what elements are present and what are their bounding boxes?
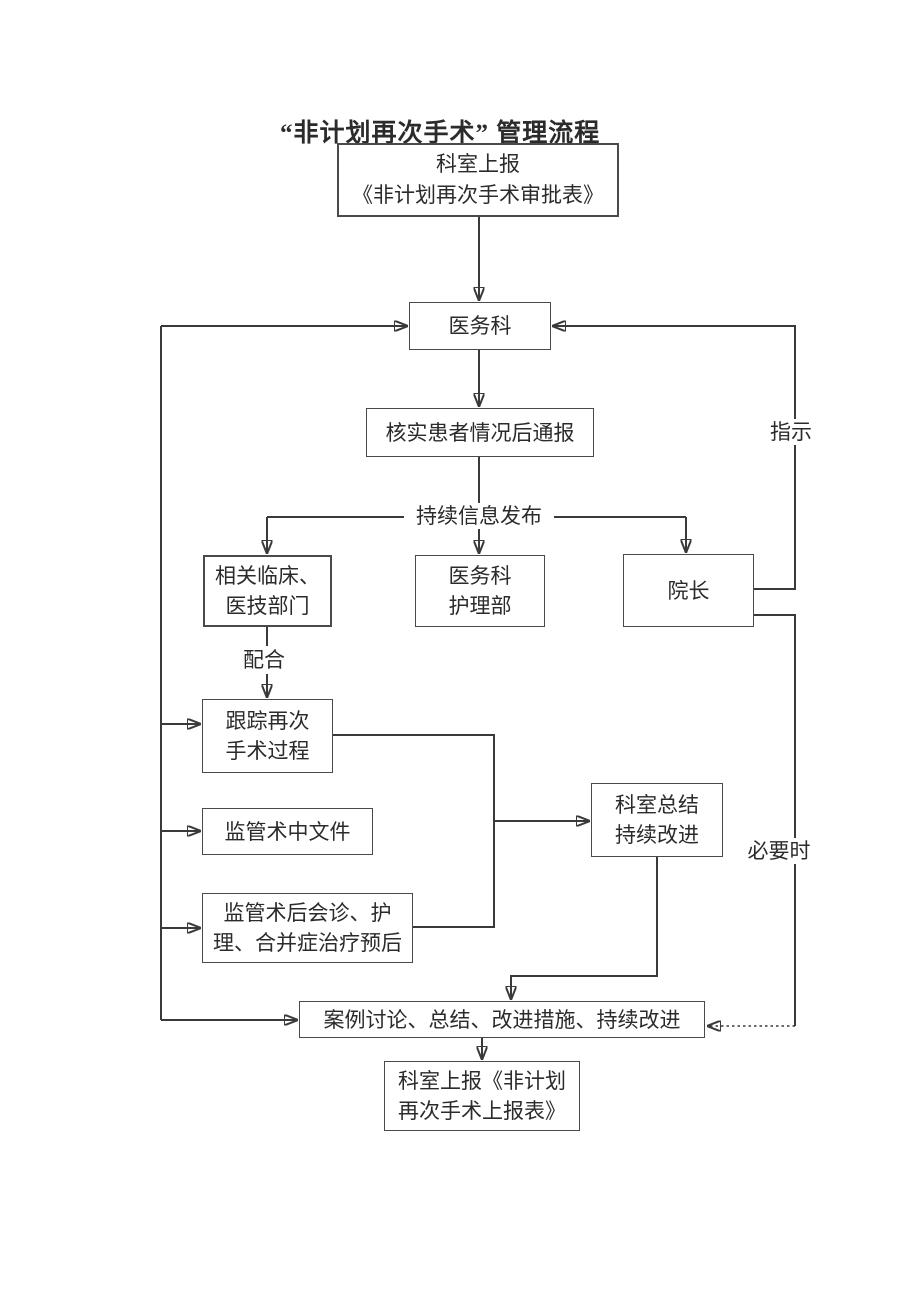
label-when-necessary: 必要时 bbox=[739, 838, 819, 864]
node-medical-nursing: 医务科 护理部 bbox=[415, 555, 545, 627]
node-report-approval: 科室上报 《非计划再次手术审批表》 bbox=[337, 143, 619, 217]
node-supervise-docs: 监管术中文件 bbox=[202, 808, 373, 855]
node-case-discussion: 案例讨论、总结、改进措施、持续改进 bbox=[299, 1001, 705, 1038]
node-report-form: 科室上报《非计划 再次手术上报表》 bbox=[384, 1061, 580, 1131]
node-supervise-post: 监管术后会诊、护 理、合并症治疗预后 bbox=[202, 893, 413, 963]
label-cooperate: 配合 bbox=[237, 646, 291, 674]
connector-president-instruct-to-medical bbox=[553, 326, 796, 590]
node-president: 院长 bbox=[623, 554, 754, 627]
label-instruct: 指示 bbox=[764, 419, 818, 445]
connector-president-necessary-down bbox=[754, 614, 796, 1026]
diagram-title: “非计划再次手术” 管理流程 bbox=[280, 120, 601, 147]
connector-collector bbox=[333, 734, 495, 928]
node-verify-notify: 核实患者情况后通报 bbox=[366, 408, 594, 457]
connector-summary-to-case bbox=[511, 857, 658, 999]
node-track-process: 跟踪再次 手术过程 bbox=[202, 699, 333, 773]
node-dept-summary: 科室总结 持续改进 bbox=[591, 783, 723, 857]
label-info-release: 持续信息发布 bbox=[404, 503, 554, 529]
node-medical-dept: 医务科 bbox=[409, 302, 551, 350]
node-clinical-depts: 相关临床、 医技部门 bbox=[203, 555, 332, 627]
